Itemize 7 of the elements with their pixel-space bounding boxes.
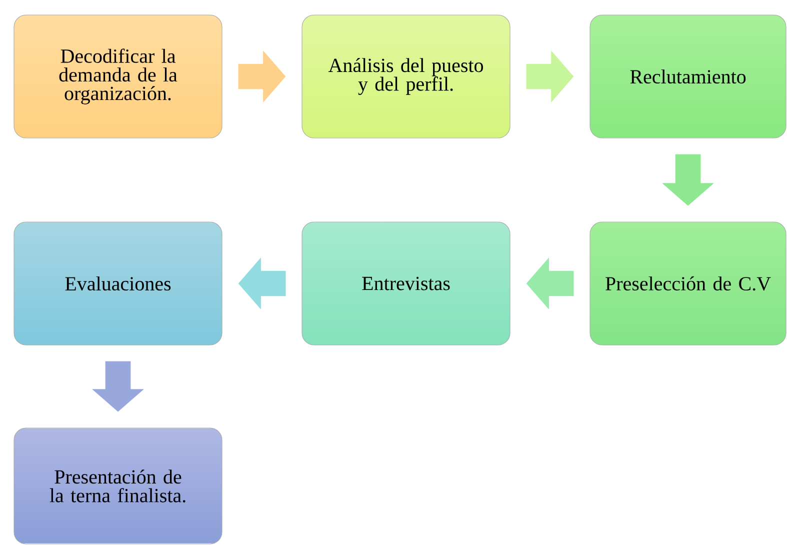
process-box: Presentación de la terna finalista. bbox=[14, 428, 222, 544]
process-box: Decodificar la demanda de la organización. bbox=[14, 14, 222, 138]
process-box: Análisis del puesto y del perfil. bbox=[302, 14, 510, 138]
process-box: Evaluaciones bbox=[14, 222, 222, 346]
process-box: Reclutamiento bbox=[590, 14, 786, 138]
process-box: Preselección de C.V bbox=[590, 222, 786, 346]
process-box: Entrevistas bbox=[302, 222, 510, 346]
